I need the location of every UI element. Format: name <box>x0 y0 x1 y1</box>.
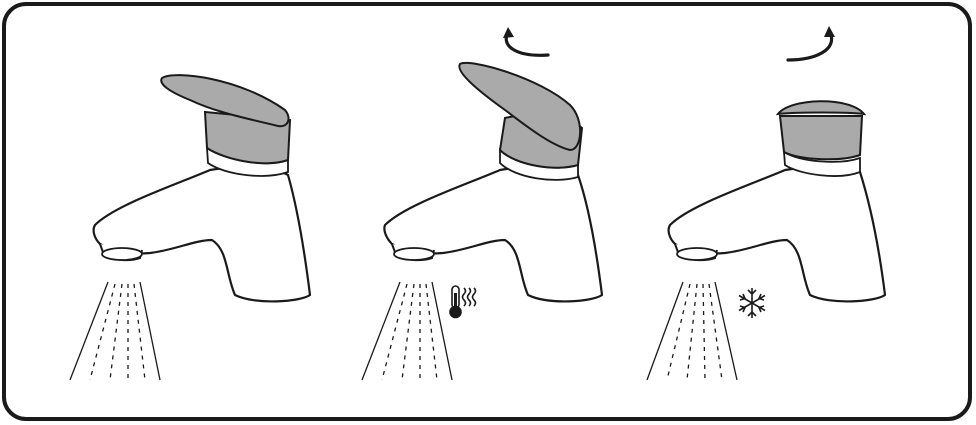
aerator <box>102 248 142 260</box>
aerator <box>677 248 717 260</box>
aerator <box>394 248 434 260</box>
handle-cartridge <box>780 116 862 159</box>
